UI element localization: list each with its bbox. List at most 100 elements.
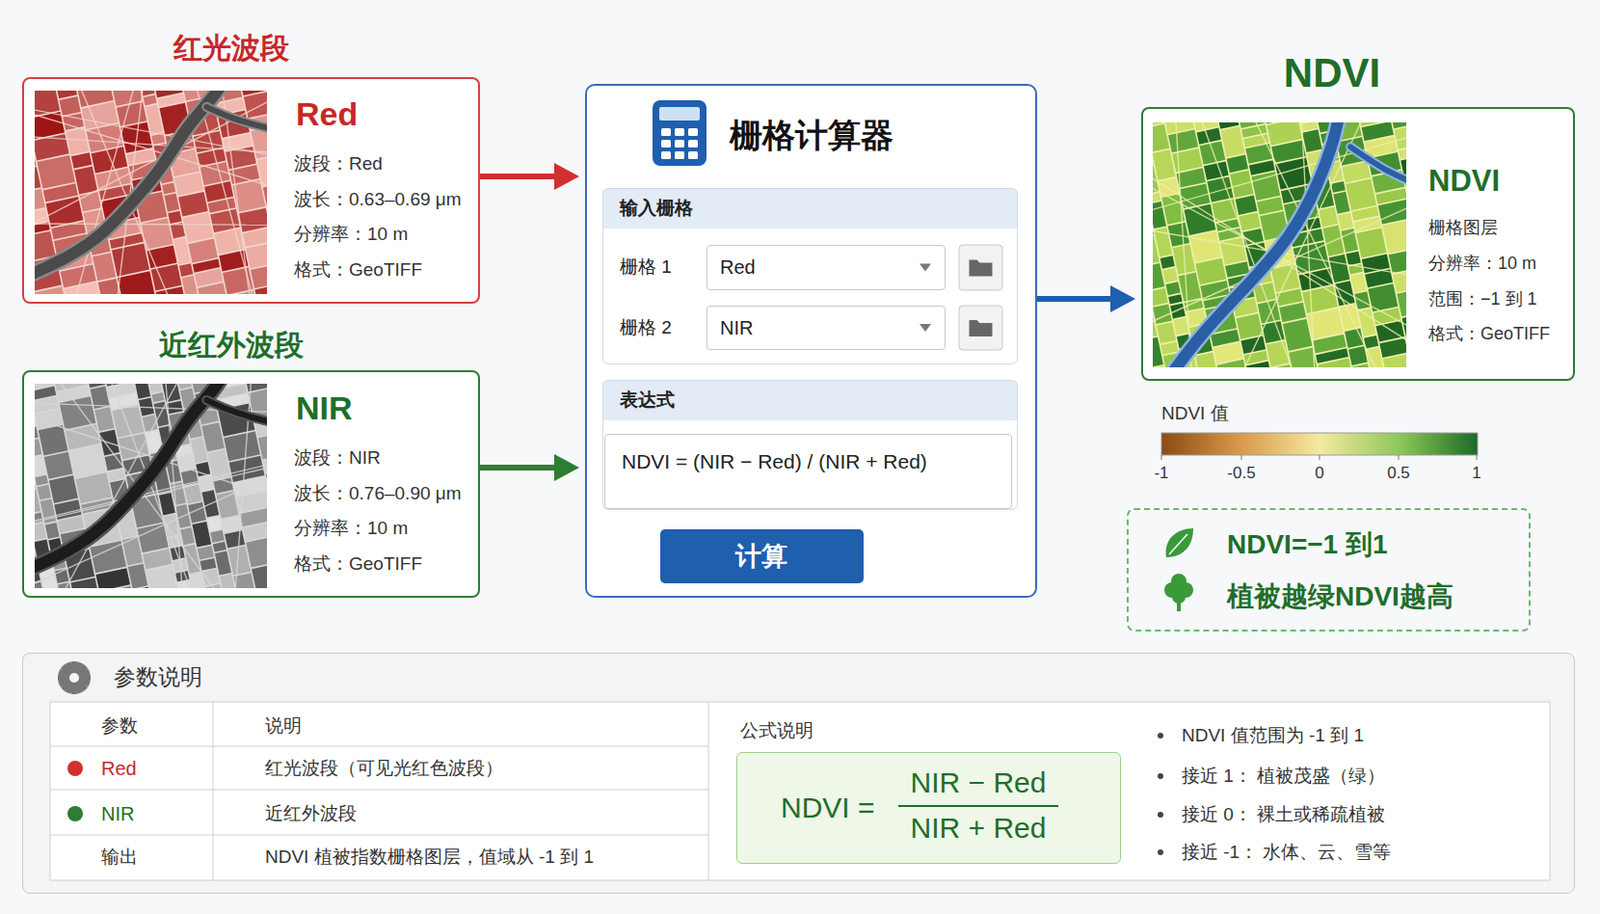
field-patch [1398,144,1407,160]
calculator-key [674,151,685,160]
table-rule [708,701,710,880]
field-patch [245,535,267,568]
field-patch [1396,287,1407,317]
folder-icon [969,320,993,337]
field-patch [34,560,41,583]
field-patch [178,454,196,471]
field-patch [1348,346,1368,366]
road-line [60,383,183,588]
field-patch [157,93,185,107]
field-patch [1364,268,1393,288]
note-box: NDVI=−1 到1植被越绿NDVI越高 [1126,507,1531,632]
river [206,106,267,132]
field-patch [1356,228,1387,259]
field-patch [1287,217,1321,235]
field-patch [1195,258,1227,286]
field-patch [1211,198,1238,222]
river [1165,122,1340,368]
field-patch [188,109,219,135]
field-patch [1339,303,1360,330]
field-patch [34,141,37,173]
field-patch [178,191,209,217]
field-patch [57,252,93,270]
field-patch [1266,340,1290,367]
colorbar-tick [1319,454,1321,460]
parameter-panel: 参数说明NDVI =NIR − RedNIR + Red [22,652,1575,894]
field-patch [1340,228,1359,253]
field-patch [1302,129,1322,153]
folder-icon [969,260,993,277]
field-patch [258,431,267,459]
field-patch [1320,131,1335,143]
field-patch [34,475,48,486]
field-patch [1293,241,1331,274]
node-text: 范围：−1 到 1 [1428,289,1538,311]
field-patch [1361,254,1390,274]
river-bank [1165,122,1340,368]
field-patch [210,530,225,543]
field-patch [207,516,222,532]
field-patch [194,390,214,404]
field-patch [1367,283,1398,312]
field-patch [175,504,191,529]
gear-tooth [57,674,91,681]
field-patch [1152,303,1173,324]
field-patch [1352,363,1371,368]
green-dot [67,805,83,822]
field-patch [76,90,114,107]
field-patch [44,452,74,480]
field-patch [1266,122,1302,146]
field-patch [1297,122,1316,124]
field-patch [64,282,100,294]
field-patch [1253,282,1277,303]
field-patch [1179,346,1197,368]
red-dot [67,760,83,776]
field-patch [1183,204,1216,236]
field-patch [34,438,42,456]
road-line [1174,122,1192,368]
field-patch [57,582,73,588]
dropdown-caret [919,264,932,272]
field-patch [126,149,155,165]
field-patch [1218,228,1242,241]
field-patch [1256,196,1283,214]
field-patch [254,284,267,294]
tree-icon [1164,573,1194,612]
table-rule [50,746,709,747]
field-patch [131,494,163,528]
field-patch [1316,122,1333,134]
field-patch [250,125,267,160]
field-patch [1156,321,1176,344]
field-patch [233,477,267,497]
field-patch [1249,160,1276,176]
field-patch [138,398,155,417]
field-patch [34,286,68,294]
field-patch [1261,320,1284,344]
node-text: NDVI [1283,49,1381,98]
road-line [34,402,267,413]
field-patch [34,398,36,428]
field-patch [86,524,121,546]
node-text: 红光波段 [173,30,290,66]
field-patch [213,383,247,400]
field-patch [213,541,227,553]
browse-button [959,305,1003,350]
field-patch [99,586,134,588]
calculator-icon [652,100,707,166]
label-text: 1 [1471,463,1481,483]
field-patch [134,383,151,400]
field-patch [218,249,248,271]
field-patch [92,252,116,281]
field-patch [46,196,84,227]
field-patch [1189,323,1209,335]
field-patch [1184,298,1204,311]
node-text: NDVI = [780,790,876,826]
node-text: NDVI = (NIR − Red) / (NIR + Red) [621,449,928,474]
field-patch [1322,141,1339,162]
field-patch [159,426,174,444]
field-patch [180,527,195,545]
field-patch [1393,123,1407,150]
field-patch [1152,149,1175,181]
field-patch [1241,124,1267,137]
